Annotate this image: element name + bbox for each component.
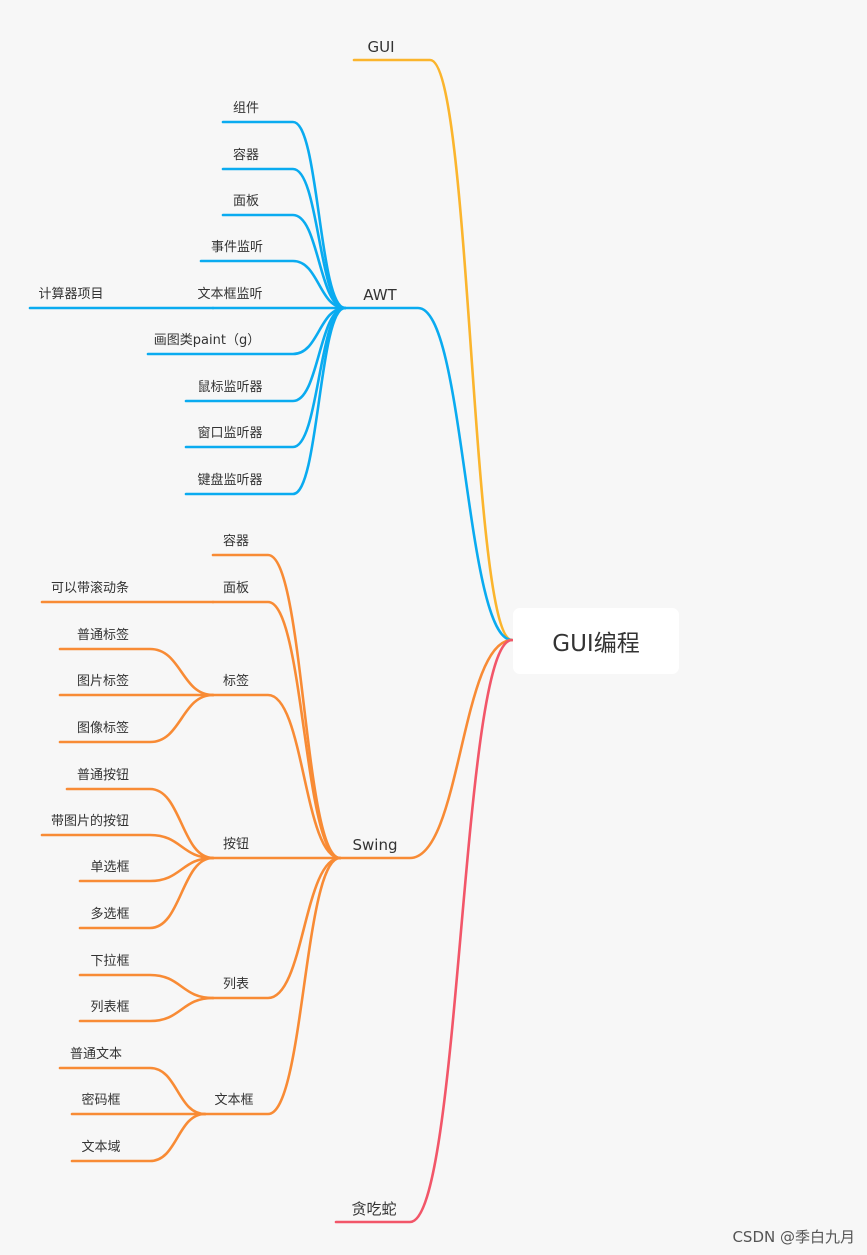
leaf-node[interactable]: 容器 [232,148,260,163]
watermark: CSDN @季白九月 [732,1228,855,1246]
branch-connector [221,213,347,310]
branch-connector [211,553,342,860]
branch-connector [78,856,215,883]
leaf-node[interactable]: 下拉框 [90,954,130,969]
leaf-node[interactable]: 密码框 [81,1093,121,1108]
leaf-node[interactable]: 画图类paint（g） [153,333,261,348]
leaf-node[interactable]: 图片标签 [76,674,130,689]
leaf-node[interactable]: 普通文本 [69,1047,123,1062]
leaf-node[interactable]: 容器 [222,534,250,549]
leaf-node[interactable]: 组件 [232,101,260,116]
branch-node[interactable]: 贪吃蛇 [351,1200,397,1218]
branch-connector [343,306,514,642]
leaf-node[interactable]: 文本域 [81,1140,121,1155]
branch-node[interactable]: Swing [352,836,398,854]
branch-connector [199,259,347,310]
leaf-node[interactable]: 可以带滚动条 [50,581,130,596]
leaf-node[interactable]: 计算器项目 [38,287,104,302]
leaf-node[interactable]: 带图片的按钮 [50,814,130,829]
branch-node[interactable]: GUI [367,38,395,56]
branch-connector [352,58,514,642]
leaf-node[interactable]: 窗口监听器 [197,426,263,441]
branch-connector [211,856,342,1000]
branch-connector [203,856,342,1116]
branch-connector [70,1112,207,1163]
branch-connector [334,638,514,1224]
leaf-node[interactable]: 事件监听 [210,240,264,255]
branch-connector [221,167,347,310]
leaf-node[interactable]: 文本框 [214,1093,254,1108]
root-node[interactable]: GUI编程 [513,608,679,674]
branch-connector [211,600,342,860]
branch-connector [58,693,215,744]
leaf-node[interactable]: 键盘监听器 [197,473,263,488]
leaf-node[interactable]: 面板 [232,194,260,209]
branch-connector [211,693,342,860]
branch-connector [78,856,215,930]
leaf-node[interactable]: 普通按钮 [76,768,130,783]
branch-connector [78,973,215,1000]
leaf-node[interactable]: 列表框 [90,1000,130,1015]
branch-connector [78,996,215,1023]
branch-connector [40,833,215,860]
branch-connector [184,306,347,496]
leaf-node[interactable]: 按钮 [222,837,250,852]
branch-connector [338,638,514,860]
branch-connector [58,647,215,697]
branch-connector [65,787,215,860]
leaf-node[interactable]: 多选框 [90,907,130,922]
leaf-node[interactable]: 鼠标监听器 [197,380,263,395]
leaf-node[interactable]: 文本框监听 [197,287,263,302]
leaf-node[interactable]: 面板 [222,581,250,596]
branch-node[interactable]: AWT [363,286,397,304]
branch-connector [58,1066,207,1116]
leaf-node[interactable]: 图像标签 [76,721,130,736]
leaf-node[interactable]: 标签 [222,674,250,689]
leaf-node[interactable]: 普通标签 [76,628,130,643]
leaf-node[interactable]: 列表 [222,977,250,992]
leaf-node[interactable]: 单选框 [90,860,130,875]
